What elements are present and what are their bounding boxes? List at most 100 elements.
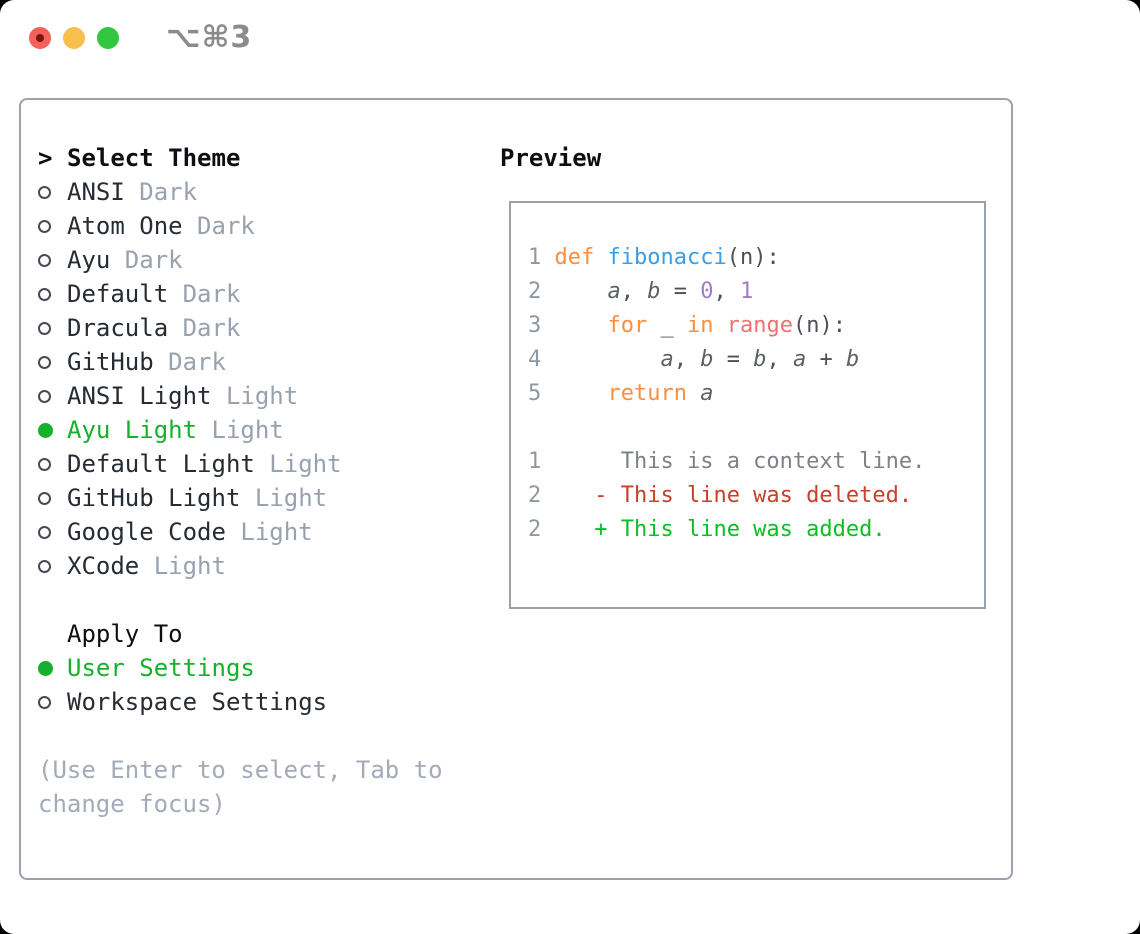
theme-item-default-light[interactable]: Default Light Light [38, 447, 443, 481]
theme-name: Atom One [67, 212, 183, 240]
theme-variant-label: Light [240, 484, 328, 512]
theme-item-github-light[interactable]: GitHub Light Light [38, 481, 443, 515]
window-titlebar: ⌥⌘3 [0, 0, 1140, 98]
code-token-builtin: range [726, 313, 793, 338]
theme-variant-label: Dark [168, 314, 241, 342]
apply-option-label: User Settings [67, 654, 255, 682]
radio-unselected-icon [38, 287, 67, 301]
theme-item-ayu-light[interactable]: Ayu Light Light [38, 413, 443, 447]
code-token-function: fibonacci [607, 245, 727, 270]
theme-item-ansi[interactable]: ANSI Dark [38, 175, 443, 209]
radio-unselected-icon [38, 219, 67, 233]
theme-item-dracula[interactable]: Dracula Dark [38, 311, 443, 345]
radio-selected-icon [38, 422, 67, 438]
diff-marker: + [594, 517, 621, 542]
theme-name: GitHub [67, 348, 154, 376]
code-line: 3 for _ in range(n): [528, 309, 976, 343]
radio-unselected-icon [38, 253, 67, 267]
radio-unselected-icon [38, 491, 67, 505]
theme-item-default[interactable]: Default Dark [38, 277, 443, 311]
code-token-variable: b [700, 347, 714, 372]
code-token-plain: , [673, 347, 701, 372]
code-token-variable: a [607, 279, 621, 304]
diff-marker: - [594, 483, 621, 508]
theme-name: ANSI Light [67, 382, 212, 410]
minimize-button[interactable] [63, 27, 85, 49]
code-line: 4 a, b = b, a + b [528, 343, 976, 377]
code-token-plain [687, 381, 700, 406]
radio-unselected-icon [38, 321, 67, 335]
close-button[interactable] [29, 27, 51, 49]
theme-item-github[interactable]: GitHub Dark [38, 345, 443, 379]
code-token-plain: + [806, 347, 846, 372]
line-number: 1 [528, 245, 555, 270]
maximize-button[interactable] [97, 27, 119, 49]
code-token-plain: , [766, 347, 793, 372]
line-number: 1 [528, 449, 595, 474]
help-text-line-1: (Use Enter to select, Tab to [38, 756, 443, 784]
code-token-keyword: for [607, 313, 648, 338]
line-number: 2 [528, 483, 595, 508]
code-token-plain [555, 313, 608, 338]
theme-item-ayu[interactable]: Ayu Dark [38, 243, 443, 277]
radio-unselected-icon [38, 389, 67, 403]
theme-name: Default Light [67, 450, 255, 478]
theme-variant-label: Light [254, 450, 342, 478]
code-token-plain: , [620, 279, 648, 304]
preview-title: Preview [500, 144, 602, 172]
theme-item-ansi-light[interactable]: ANSI Light Light [38, 379, 443, 413]
code-token-number: 0 [700, 279, 714, 304]
diff-text: This line was added. [620, 517, 886, 542]
line-number: 3 [528, 313, 555, 338]
line-number: 4 [528, 347, 555, 372]
code-token-number: 1 [739, 279, 754, 304]
code-token-plain: = [713, 347, 754, 372]
help-text-line-2: change focus) [38, 790, 226, 818]
code-token-variable: b [753, 347, 767, 372]
code-token-variable: a [792, 347, 807, 372]
diff-line-deleted: 2 - This line was deleted. [528, 479, 976, 513]
theme-name: ANSI [67, 178, 125, 206]
theme-item-atom-one[interactable]: Atom One Dark [38, 209, 443, 243]
code-token-plain: (n): [726, 245, 780, 270]
apply-to-header: Apply To [38, 617, 443, 651]
apply-option-label: Workspace Settings [67, 688, 328, 716]
select-theme-header: > Select Theme [38, 141, 443, 175]
apply-option-workspace-settings[interactable]: Workspace Settings [38, 685, 443, 719]
radio-unselected-icon [38, 525, 67, 539]
theme-variant-label: Light [225, 518, 313, 546]
theme-name: Ayu [67, 246, 111, 274]
diff-marker [594, 449, 621, 474]
radio-unselected-icon [38, 185, 67, 199]
code-token-plain: (n): [792, 313, 846, 338]
theme-name: Default [67, 280, 169, 308]
diff-text: This is a context line. [620, 449, 926, 474]
theme-variant-label: Light [211, 382, 299, 410]
theme-name: Ayu Light [67, 416, 198, 444]
select-theme-title: Select Theme [67, 144, 241, 172]
code-token-keyword: def [554, 245, 595, 270]
theme-item-google-code[interactable]: Google Code Light [38, 515, 443, 549]
apply-option-user-settings[interactable]: User Settings [38, 651, 443, 685]
code-token-keyword: in [686, 313, 714, 338]
code-token-variable: a [700, 381, 714, 406]
cursor-arrow-icon: > [38, 144, 53, 172]
diff-text: This line was deleted. [620, 483, 913, 508]
theme-variant-label: Light [139, 552, 226, 580]
radio-unselected-icon [38, 355, 67, 369]
code-token-plain [594, 245, 607, 270]
code-token-plain [555, 347, 661, 372]
theme-item-xcode[interactable]: XCode Light [38, 549, 443, 583]
line-number: 2 [528, 279, 555, 304]
diff-line-added: 2 + This line was added. [528, 513, 976, 547]
code-token-plain: = [660, 279, 701, 304]
code-line: 5 return a [528, 377, 976, 411]
theme-name: Dracula [67, 314, 169, 342]
radio-selected-icon [38, 660, 67, 676]
